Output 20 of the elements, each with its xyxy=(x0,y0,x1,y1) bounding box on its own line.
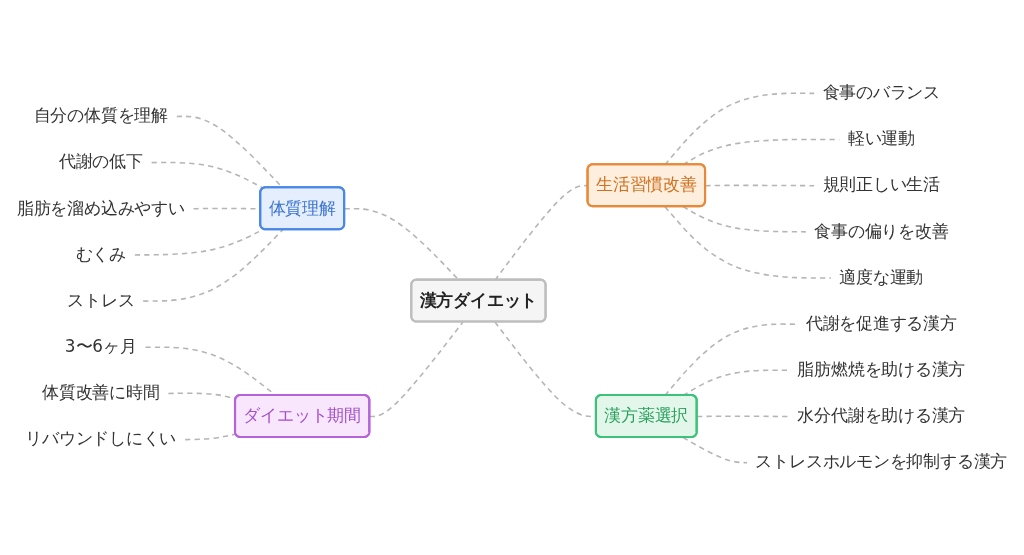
node-text: ストレス xyxy=(67,290,135,311)
node-text: 代謝の低下 xyxy=(58,151,143,172)
node-text: 食事の偏りを改善 xyxy=(814,220,949,241)
node-text: 食事のバランス xyxy=(822,82,941,103)
node-text: むくみ xyxy=(75,243,126,264)
node-text: リバウンドしにくい xyxy=(25,428,177,449)
node-text: 自分の体質を理解 xyxy=(33,105,168,126)
node-text: 代謝を促進する漢方 xyxy=(805,313,957,334)
connector xyxy=(184,433,237,441)
node-text: 水分代謝を助ける漢方 xyxy=(797,405,966,426)
connector xyxy=(369,321,464,418)
node-text: 適度な運動 xyxy=(839,267,924,287)
connector xyxy=(682,436,749,464)
node-text: 規則正しい生活 xyxy=(822,174,941,195)
node-text: ストレスホルモンを抑制する漢方 xyxy=(755,451,1008,472)
node-text: 軽い運動 xyxy=(847,128,915,149)
node-text: 体質改善に時間 xyxy=(41,382,160,403)
node-text: 脂肪を溜め込みやすい xyxy=(16,197,185,218)
node-text: 3〜6ヶ月 xyxy=(64,336,137,357)
node-text: 脂肪燃焼を助ける漢方 xyxy=(797,359,966,380)
